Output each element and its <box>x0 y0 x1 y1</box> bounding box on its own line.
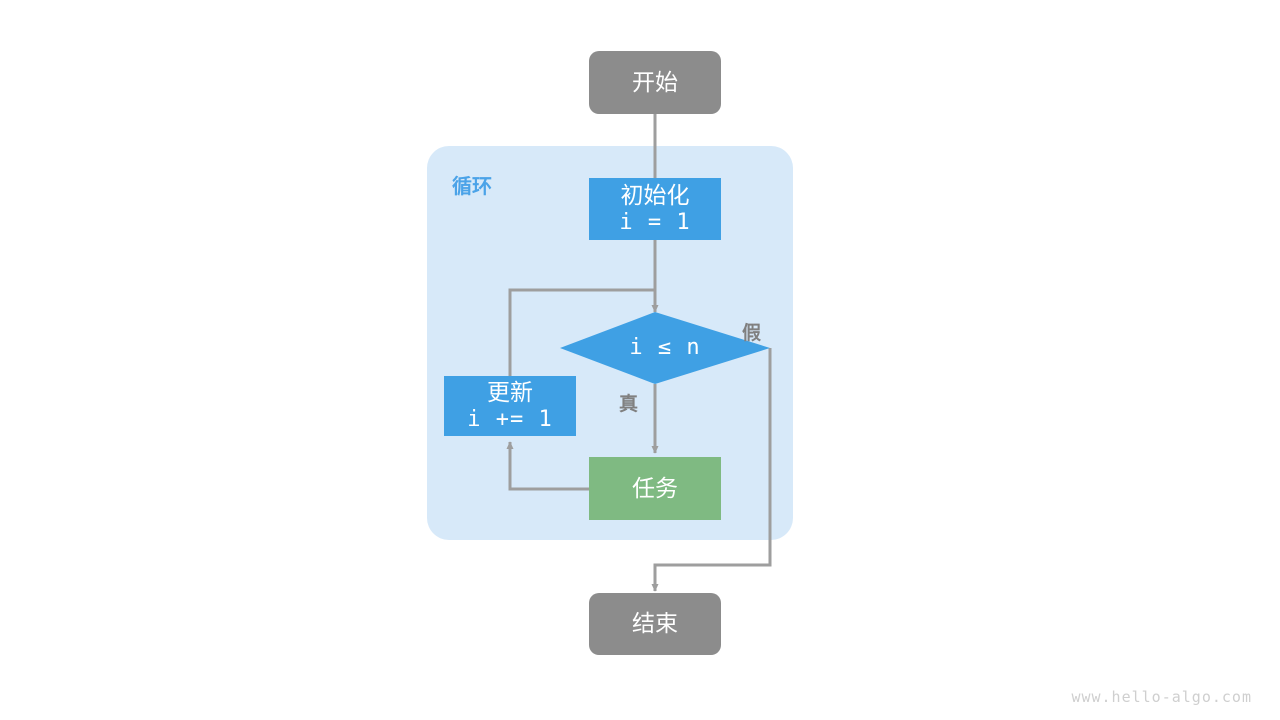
edge-condition-false-to-end <box>651 348 772 592</box>
node-end[interactable] <box>589 593 721 655</box>
watermark: www.hello-algo.com <box>1071 688 1252 706</box>
loop-group-label: 循环 <box>452 176 492 198</box>
edge-label-true: 真 <box>619 394 639 415</box>
edge-task-to-update <box>506 441 589 491</box>
node-task[interactable] <box>589 457 721 520</box>
edge-update-to-condition <box>508 288 655 376</box>
node-start[interactable] <box>589 51 721 114</box>
edge-label-false: 假 <box>742 323 762 344</box>
node-init[interactable] <box>589 178 721 240</box>
node-condition[interactable] <box>560 312 770 384</box>
node-update[interactable] <box>444 376 576 436</box>
